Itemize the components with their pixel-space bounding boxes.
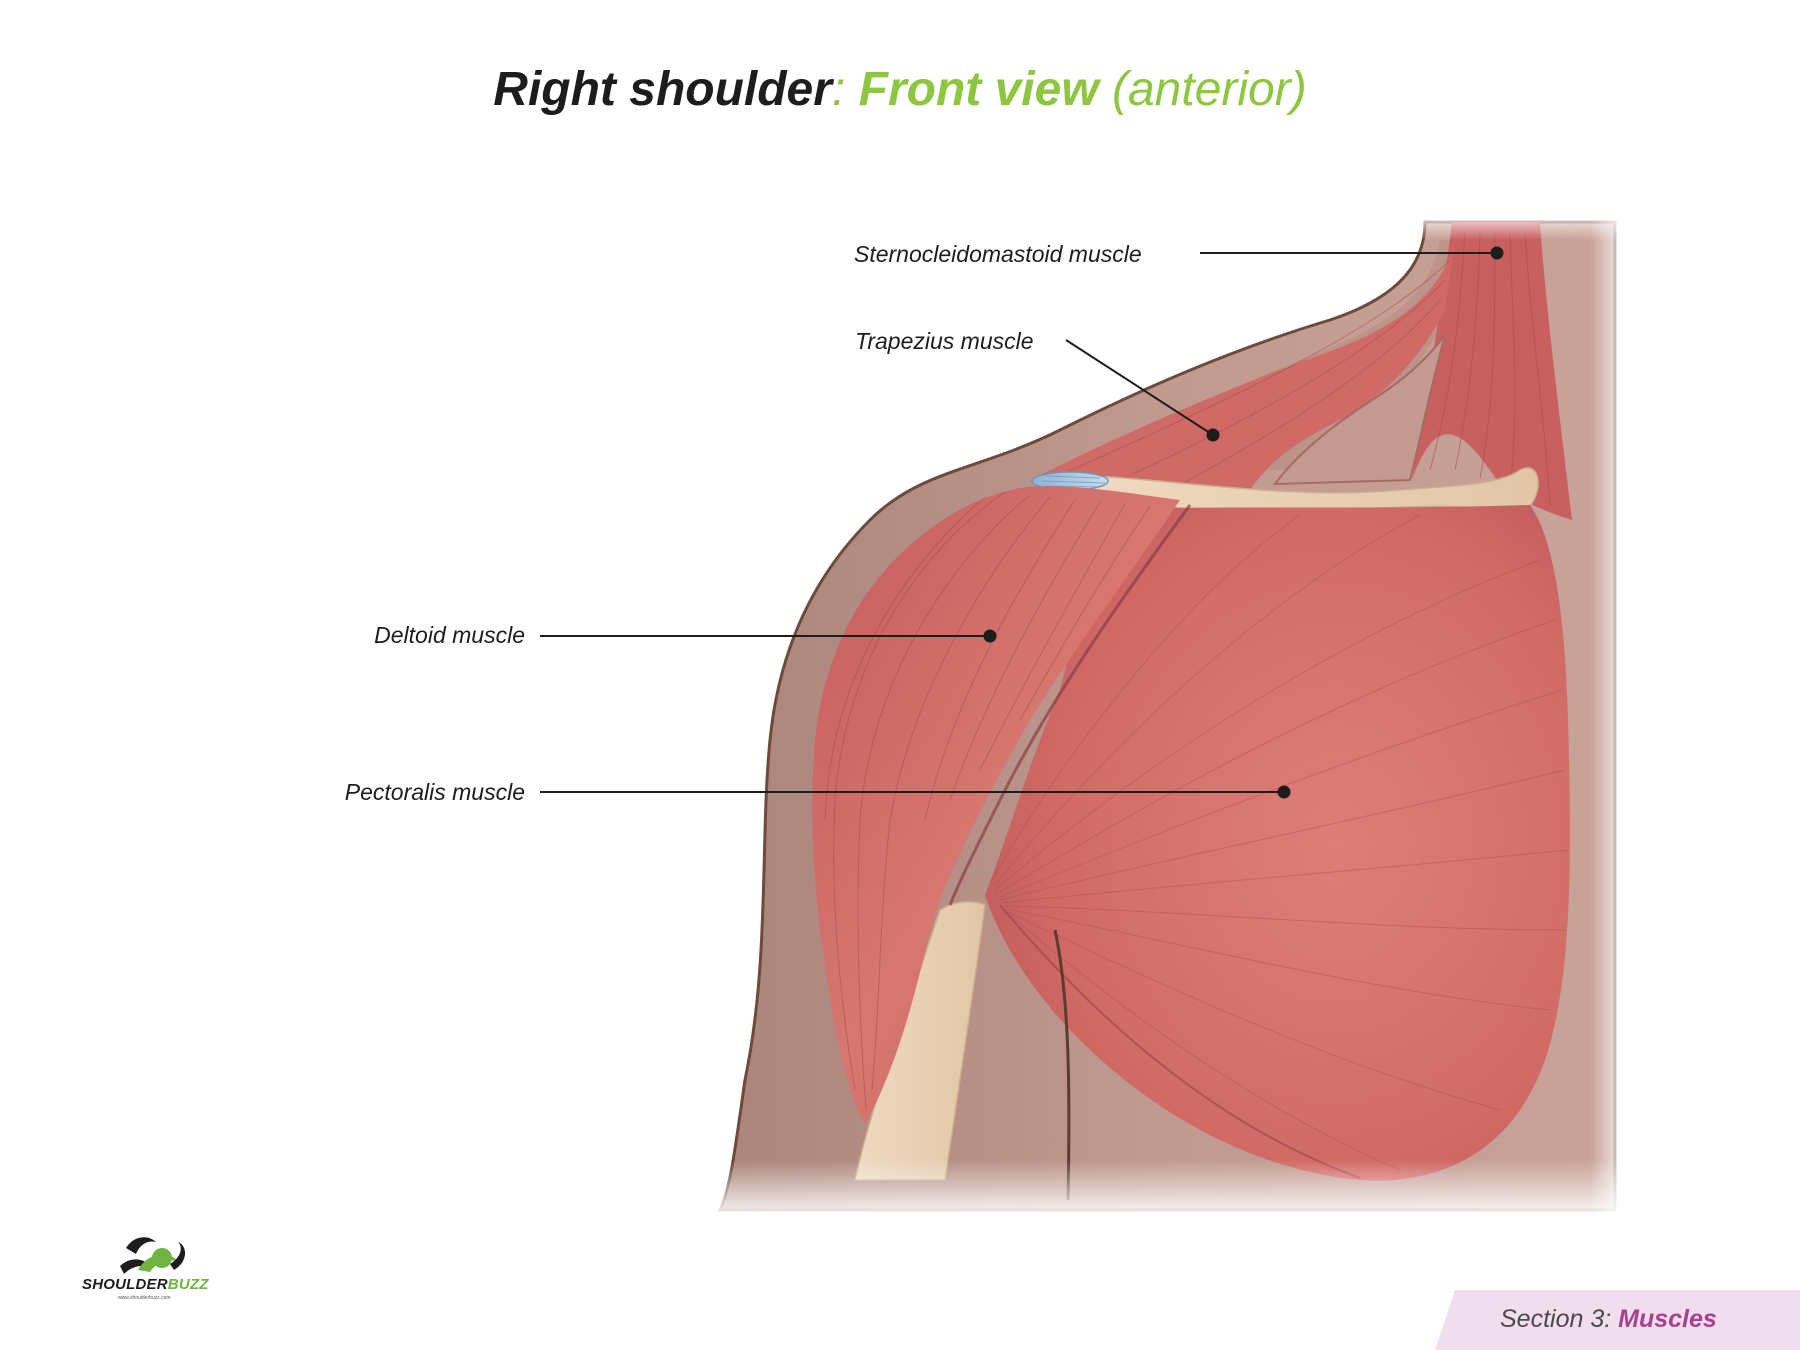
supraclavicular-triangle bbox=[1272, 334, 1446, 486]
footer-section: Section 3: bbox=[1500, 1305, 1612, 1333]
dot-deltoid bbox=[983, 629, 997, 643]
deltoid-muscle bbox=[812, 486, 1180, 1125]
leader-lines bbox=[540, 246, 1504, 799]
logo-url: www.shoulderbuzz.com bbox=[118, 1295, 171, 1301]
title-part3: (anterior) bbox=[1112, 63, 1307, 116]
trapezius-fibers bbox=[1059, 259, 1451, 486]
bottom-fade bbox=[700, 1160, 1640, 1220]
pectoralis-fibers bbox=[991, 514, 1569, 1171]
footer-topic: Muscles bbox=[1618, 1305, 1717, 1333]
logo-name-part2: BUZZ bbox=[167, 1276, 209, 1293]
label-trapezius: Trapezius muscle bbox=[855, 328, 1034, 354]
dot-sternocleidomastoid bbox=[1490, 246, 1504, 260]
top-fade bbox=[1410, 210, 1630, 240]
leader-trapezius bbox=[1065, 339, 1214, 436]
page-title: Right shoulder: Front view (anterior) bbox=[0, 62, 1800, 117]
title-part2: Front view bbox=[858, 63, 1099, 116]
dot-pectoralis bbox=[1277, 785, 1291, 799]
pectoralis-border bbox=[999, 904, 1361, 1179]
title-part1: Right shoulder bbox=[493, 63, 832, 116]
title-colon: : bbox=[831, 63, 846, 116]
footer-background bbox=[1435, 1290, 1800, 1350]
logo-wordmark: SHOULDERBUZZ bbox=[82, 1276, 209, 1293]
shoulderbuzz-logo-icon bbox=[120, 1237, 186, 1274]
deltopectoral-groove bbox=[948, 504, 1192, 906]
label-sternocleidomastoid: Sternocleidomastoid muscle bbox=[854, 241, 1142, 267]
right-fade bbox=[1590, 210, 1630, 1220]
cartilage-lines bbox=[1041, 475, 1106, 488]
section-footer: Section 3: Muscles bbox=[1435, 1290, 1800, 1350]
label-pectoralis: Pectoralis muscle bbox=[344, 779, 525, 805]
logo-name-part1: SHOULDER bbox=[82, 1276, 168, 1293]
label-deltoid: Deltoid muscle bbox=[374, 622, 525, 648]
footer-text: Section 3: Muscles bbox=[1500, 1305, 1717, 1334]
deltoid-fibers bbox=[824, 491, 1151, 1111]
sternocleidomastoid-fibers bbox=[1429, 229, 1551, 506]
dot-trapezius bbox=[1206, 428, 1220, 442]
